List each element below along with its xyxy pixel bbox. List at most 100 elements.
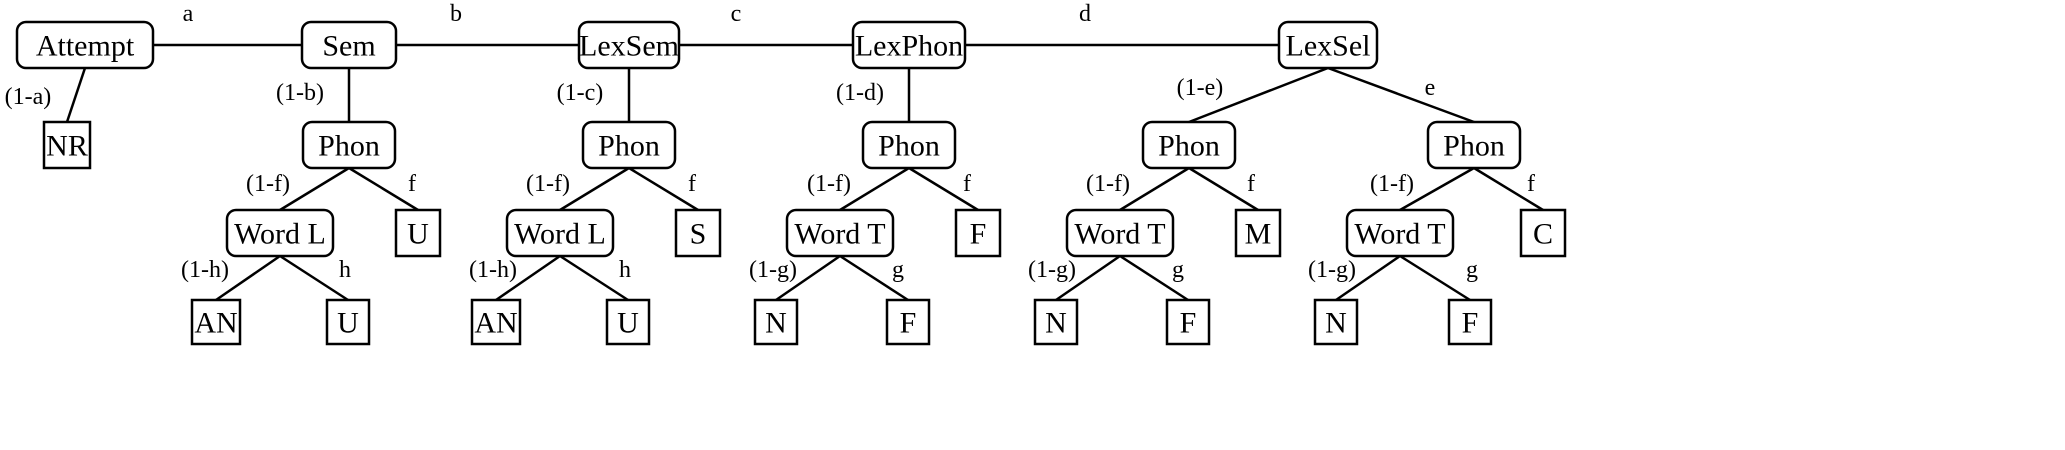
edge-label-1-e: (1-e) [1177, 75, 1224, 101]
node-lexsel: LexSel [1277, 20, 1379, 70]
node-label: N [1325, 307, 1347, 340]
node-label: AN [474, 307, 517, 340]
node-sem: Sem [300, 20, 398, 70]
edge-phon3-to-f3 [908, 166, 979, 212]
node-box [505, 208, 615, 258]
edge-phon2-to-wordl2 [559, 166, 630, 212]
edge-phon1-to-u1 [348, 166, 419, 212]
edge-label-f: f [1527, 171, 1535, 197]
node-box [42, 120, 92, 170]
edge-line [1188, 166, 1259, 212]
node-box [300, 20, 398, 70]
node-label: M [1245, 218, 1272, 251]
edge-line [279, 254, 349, 302]
node-lexphon: LexPhon [851, 20, 967, 70]
node-label: Attempt [36, 30, 135, 63]
node-label: Phon [878, 130, 940, 163]
node-m-outcome: M [1234, 208, 1282, 258]
edge-phon5-to-wordt5 [1399, 166, 1475, 212]
node-box [1234, 208, 1282, 258]
node-label: LexPhon [855, 30, 963, 63]
node-label: F [1462, 307, 1479, 340]
node-box [225, 208, 335, 258]
edge-label-1-c: (1-c) [557, 80, 604, 106]
node-box [301, 120, 397, 170]
edge-label-a: a [183, 1, 194, 27]
node-phon: Phon [581, 120, 677, 170]
edge-phon4-to-wordt4 [1119, 166, 1190, 212]
edge-label-c: c [731, 1, 742, 27]
node-lexsem: LexSem [577, 20, 681, 70]
node-attempt: Attempt [15, 20, 155, 70]
node-box [954, 208, 1002, 258]
edge-line [65, 67, 87, 123]
edge-label-f: f [1247, 171, 1255, 197]
edge-label-1-h: (1-h) [469, 257, 517, 283]
node-box [1519, 208, 1567, 258]
edge-label-1-f: (1-f) [1086, 171, 1130, 197]
edge-wordt4-to-n4 [1055, 254, 1121, 302]
node-phon: Phon [301, 120, 397, 170]
node-f-outcome: F [885, 298, 931, 346]
node-label: AN [194, 307, 237, 340]
edge-line [1119, 254, 1189, 302]
edge-line [348, 166, 419, 212]
edge-label-g: g [1466, 257, 1478, 283]
node-f-outcome: F [1447, 298, 1493, 346]
node-box [1033, 298, 1079, 346]
node-word-t: Word T [1345, 208, 1455, 258]
edge-label-1-a: (1-a) [5, 84, 52, 110]
edge-wordt3-to-f3b [839, 254, 909, 302]
edge-line [1119, 166, 1190, 212]
node-f-outcome: F [1165, 298, 1211, 346]
node-label: Word L [514, 218, 606, 251]
edge-label-1-f: (1-f) [526, 171, 570, 197]
edge-line [1327, 66, 1475, 124]
edge-line [1188, 66, 1329, 124]
edge-line [215, 254, 281, 302]
edge-label-f: f [963, 171, 971, 197]
node-u-outcome: U [325, 298, 371, 346]
node-label: Sem [322, 30, 375, 63]
edge-line [775, 254, 841, 302]
node-box [1345, 208, 1455, 258]
node-box [1165, 298, 1211, 346]
node-box [325, 298, 371, 346]
edge-label-e: e [1425, 75, 1436, 101]
node-box [674, 208, 722, 258]
node-word-t: Word T [785, 208, 895, 258]
node-label: Word T [1354, 218, 1445, 251]
node-f-outcome: F [954, 208, 1002, 258]
edge-label-f: f [688, 171, 696, 197]
node-label: C [1533, 218, 1553, 251]
node-an-outcome: AN [470, 298, 522, 346]
edge-line [559, 166, 630, 212]
node-label: N [1045, 307, 1067, 340]
node-word-l: Word L [505, 208, 615, 258]
edge-wordl2-to-u2b [559, 254, 629, 302]
node-label: LexSel [1286, 30, 1371, 63]
node-n-outcome: N [1313, 298, 1359, 346]
node-box [470, 298, 522, 346]
node-box [1313, 298, 1359, 346]
edges-layer [65, 43, 1544, 302]
edge-label-b: b [450, 1, 462, 27]
node-label: LexSem [579, 30, 679, 63]
edge-wordl1-to-u1b [279, 254, 349, 302]
edge-label-h: h [339, 257, 351, 283]
edge-line [1399, 166, 1475, 212]
node-label: Phon [1158, 130, 1220, 163]
node-label: U [617, 307, 639, 340]
node-box [1426, 120, 1522, 170]
node-box [577, 20, 681, 70]
edge-lexsel-to-phon4 [1188, 66, 1329, 124]
node-box [861, 120, 957, 170]
node-word-l: Word L [225, 208, 335, 258]
node-box [1447, 298, 1493, 346]
edge-line [839, 254, 909, 302]
edge-label-1-g: (1-g) [1028, 257, 1076, 283]
edge-wordt4-to-f4b [1119, 254, 1189, 302]
node-phon: Phon [861, 120, 957, 170]
edge-wordt3-to-n3 [775, 254, 841, 302]
